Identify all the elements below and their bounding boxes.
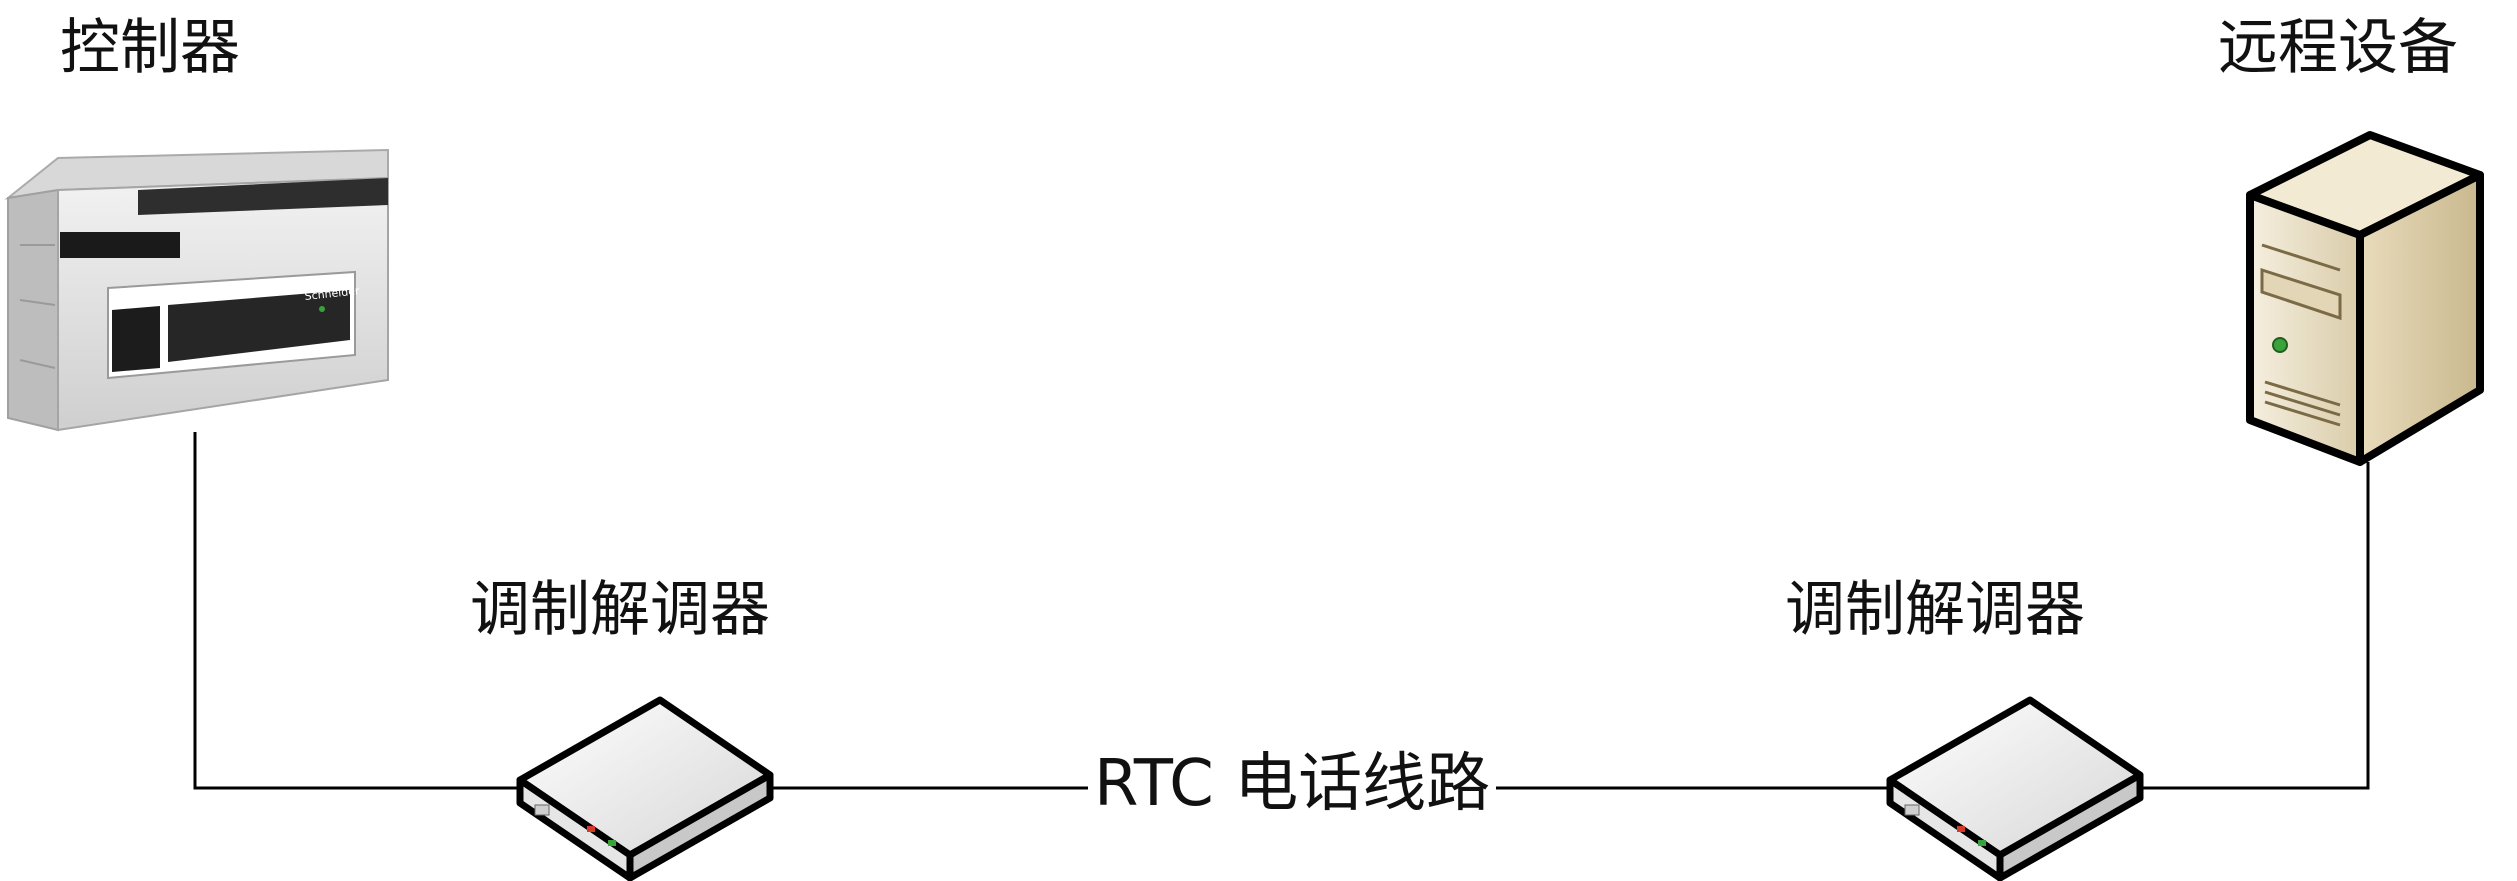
server-power-led-icon xyxy=(2272,337,2288,353)
controller-brand-logo: Schneider xyxy=(304,284,361,303)
modem-right-icon xyxy=(1886,696,2144,881)
phone-line-label: RTC 电话线路 xyxy=(1088,752,1497,816)
remote-device-label: 远程设备 xyxy=(2218,13,2458,83)
controller-label: 控制器 xyxy=(60,13,240,83)
modem-left-icon xyxy=(516,696,774,881)
controller-plc-icon: Schneider xyxy=(4,148,389,432)
remote-server-icon xyxy=(2246,131,2484,466)
modem-left-label: 调制解调器 xyxy=(470,575,770,645)
controller-to-modem-line xyxy=(193,432,640,790)
modem-right-label: 调制解调器 xyxy=(1785,575,2085,645)
